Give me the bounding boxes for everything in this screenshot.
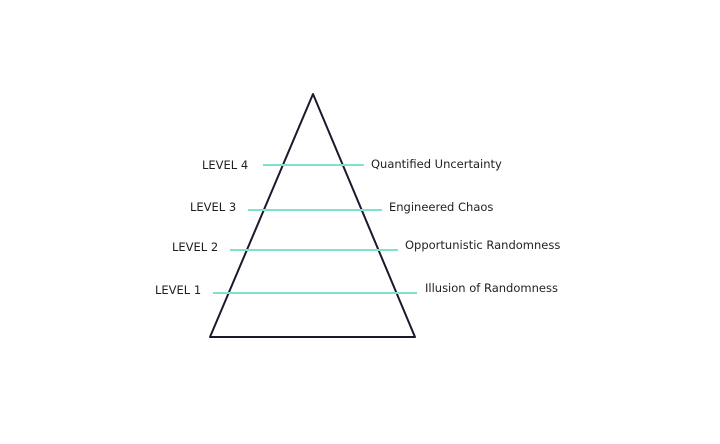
- level-1-description: Illusion of Randomness: [425, 281, 558, 295]
- level-1-label: LEVEL 1: [155, 283, 201, 297]
- level-3-label: LEVEL 3: [190, 200, 236, 214]
- level-3-description: Engineered Chaos: [389, 200, 493, 214]
- level-4-description: Quantified Uncertainty: [371, 157, 502, 171]
- level-2-label: LEVEL 2: [172, 240, 218, 254]
- level-4-label: LEVEL 4: [202, 158, 248, 172]
- level-2-description: Opportunistic Randomness: [405, 238, 560, 252]
- pyramid-outline: [209, 93, 416, 338]
